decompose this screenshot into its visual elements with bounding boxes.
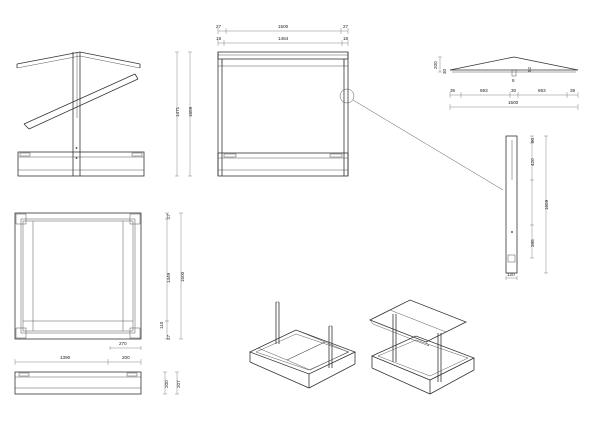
- roof-mid-small: 8: [512, 78, 515, 83]
- post-middle: 1659: [544, 199, 549, 210]
- post-detail: 90 420 1659 395 120: [505, 135, 549, 280]
- front-dim-top-right: 27: [343, 24, 349, 29]
- front-dim-top-left: 27: [216, 24, 222, 29]
- roof-span-1: 36: [450, 88, 456, 93]
- isometric-view-closed: [248, 301, 357, 389]
- roof-span-5: 39: [570, 88, 576, 93]
- roof-left-small: 30: [442, 68, 447, 74]
- front-dim-2-right: 18: [343, 36, 349, 41]
- plan-inner-x: 270: [119, 341, 127, 346]
- base-length: 1390: [60, 355, 71, 360]
- plan-bottom-mid: 110: [159, 321, 164, 329]
- roof-span-4: 693: [538, 88, 546, 93]
- base-h2: 207: [176, 380, 181, 388]
- post-bottom: 120: [507, 272, 515, 277]
- roof-detail: 200 30 8 52 36 693 30 693 39 1500: [433, 56, 579, 110]
- base-section: 1390 200 200 207: [14, 355, 181, 395]
- post-lower: 395: [530, 239, 535, 247]
- post-upper: 420: [530, 158, 535, 166]
- base-tail: 200: [122, 355, 130, 360]
- front-view: 27 1500 27 18 1464 18: [216, 24, 349, 177]
- plan-view: 27 1449 1500 110 27 270: [14, 212, 185, 350]
- post-top: 90: [530, 137, 535, 143]
- front-dim-2-mid: 1464: [278, 36, 289, 41]
- plan-mid-height: 1449: [166, 272, 171, 283]
- roof-total: 1500: [508, 100, 519, 105]
- base-h1: 200: [164, 380, 169, 388]
- roof-span-2: 693: [480, 88, 488, 93]
- roof-span-3: 30: [511, 88, 517, 93]
- side-height-outer: 1659: [188, 106, 193, 117]
- plan-overall: 1500: [180, 271, 185, 282]
- front-dim-2-left: 18: [216, 36, 222, 41]
- side-height-inner: 1471: [175, 106, 180, 117]
- plan-top-small: 27: [166, 213, 171, 219]
- side-view: 1471 1659: [16, 51, 193, 177]
- roof-rise: 200: [433, 61, 438, 69]
- plan-bottom-small: 27: [166, 334, 171, 340]
- front-dim-top-mid: 1500: [278, 24, 289, 29]
- roof-right-small: 52: [527, 66, 532, 72]
- detail-callout: [339, 88, 504, 191]
- isometric-view-open: [369, 299, 475, 395]
